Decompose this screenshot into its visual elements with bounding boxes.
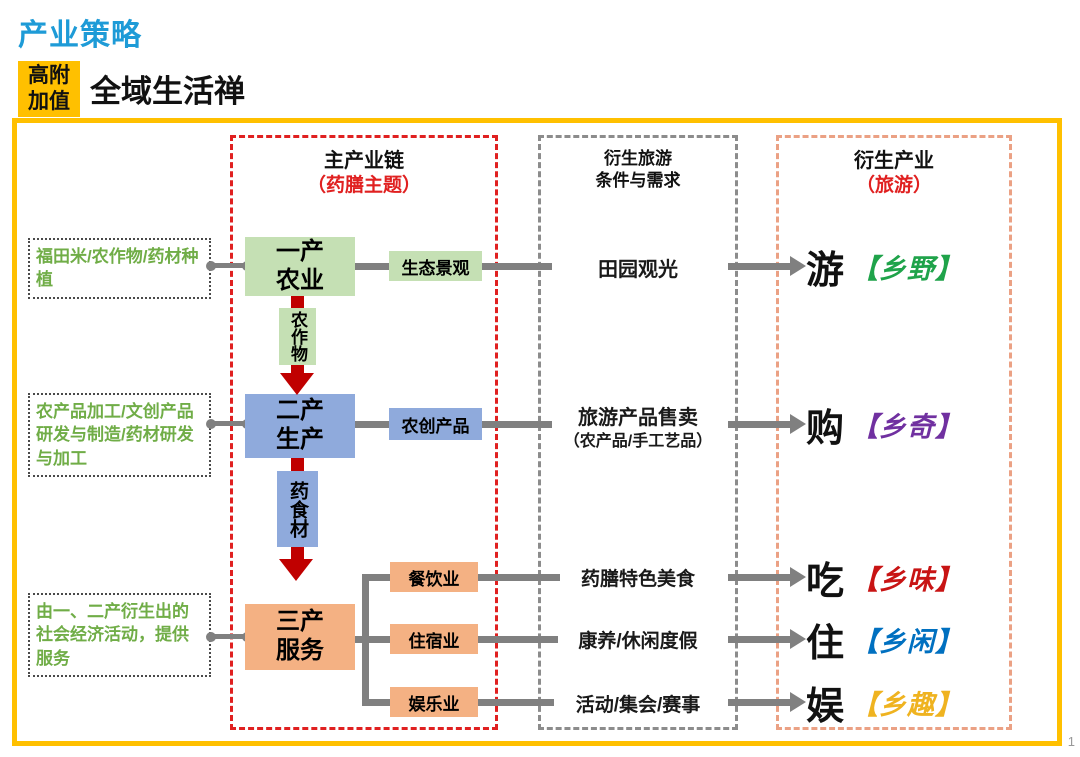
badge-line1: 高附 xyxy=(28,64,70,88)
connector-note3 xyxy=(206,631,252,642)
derived-bracket-shopping: 【乡奇】 xyxy=(851,411,964,442)
derived-bracket-eating: 【乡味】 xyxy=(851,564,964,595)
derived-char-staying: 住 xyxy=(806,622,845,665)
tourism-column-title-line1: 衍生旅游 xyxy=(604,149,672,168)
derived-row-eating: 吃 【乡味】 xyxy=(806,554,964,603)
label-lodging: 住宿业 xyxy=(390,624,478,654)
arrow3-shaft-icon xyxy=(728,574,790,581)
derived-column-header: 衍生产业 （旅游） xyxy=(779,138,1009,199)
main-column-title: 主产业链 xyxy=(324,150,404,172)
arrow4-shaft-icon xyxy=(728,636,790,643)
page-number: 1 xyxy=(1067,734,1075,749)
box-primary-line2: 农业 xyxy=(276,266,324,294)
slide-subtitle: 全域生活禅 xyxy=(90,74,245,109)
derived-column-title: 衍生产业 xyxy=(854,150,934,172)
high-value-badge: 高附 加值 xyxy=(18,61,80,117)
arrow1-shaft-icon xyxy=(728,263,790,270)
note-tertiary: 由一、二产衍生出的社会经济活动，提供服务 xyxy=(28,593,211,678)
main-column-subtitle: （药膳主题） xyxy=(306,175,421,196)
derived-char-shopping: 购 xyxy=(806,407,845,450)
label-catering: 餐饮业 xyxy=(390,562,478,592)
derived-row-entertaining: 娱 【乡趣】 xyxy=(806,679,964,728)
arrow5-shaft-icon xyxy=(728,699,790,706)
box-secondary-line2: 生产 xyxy=(276,426,324,453)
note-secondary: 农产品加工/文创产品研发与制造/药材研发与加工 xyxy=(28,393,211,478)
flow1-label: 农作物 xyxy=(279,308,316,365)
connector-row3 xyxy=(478,574,560,581)
connector-branch-catering xyxy=(362,574,390,581)
note-primary: 福田米/农作物/药材种植 xyxy=(28,238,211,299)
tourism-column-title-line2: 条件与需求 xyxy=(595,171,681,191)
derived-row-shopping: 购 【乡奇】 xyxy=(806,401,964,450)
tourism-item-wellness-leisure: 康养/休闲度假 xyxy=(578,631,698,652)
label-eco-landscape: 生态景观 xyxy=(389,251,482,281)
flow1-stem2-icon xyxy=(291,365,304,373)
badge-line2: 加值 xyxy=(28,90,70,113)
arrow3-head-icon xyxy=(790,567,806,587)
tourism-column-header: 衍生旅游 条件与需求 xyxy=(541,138,735,192)
arrow2-head-icon xyxy=(790,414,806,434)
main-industry-column: 主产业链 （药膳主题） xyxy=(230,135,498,730)
derived-row-staying: 住 【乡闲】 xyxy=(806,616,964,665)
main-column-header: 主产业链 （药膳主题） xyxy=(233,138,495,199)
derived-column-subtitle: （旅游） xyxy=(855,175,932,196)
arrow5-head-icon xyxy=(790,692,806,712)
connector-note2 xyxy=(206,418,252,429)
flow2-stem2-icon xyxy=(291,547,304,559)
arrow2-shaft-icon xyxy=(728,421,790,428)
derived-column: 衍生产业 （旅游） xyxy=(776,135,1012,730)
derived-row-travel: 游 【乡野】 xyxy=(806,243,964,292)
tourism-item-sightseeing: 田园观光 xyxy=(598,259,678,281)
page-title: 产业策略 xyxy=(18,19,142,52)
box-primary-line1: 一产 xyxy=(276,237,324,265)
tourism-column: 衍生旅游 条件与需求 xyxy=(538,135,738,730)
connector-branch-lodging xyxy=(362,636,390,643)
box-tertiary-line1: 三产 xyxy=(276,608,324,636)
connector-row5 xyxy=(478,699,554,706)
box-tertiary-line2: 服务 xyxy=(276,637,324,664)
box-primary-agriculture: 一产 农业 xyxy=(245,237,355,296)
tourism-item-medicinal-cuisine: 药膳特色美食 xyxy=(580,569,695,590)
flow2-stem-icon xyxy=(291,458,304,471)
derived-bracket-entertaining: 【乡趣】 xyxy=(851,689,964,720)
arrow1-head-icon xyxy=(790,256,806,276)
connector-note1 xyxy=(206,260,252,271)
box-secondary-production: 二产 生产 xyxy=(245,394,355,458)
connector-row4 xyxy=(478,636,558,643)
tourism-item-events: 活动/集会/赛事 xyxy=(575,695,701,716)
content-frame xyxy=(12,118,1062,746)
derived-char-eating: 吃 xyxy=(806,560,845,603)
arrow4-head-icon xyxy=(790,629,806,649)
label-entertainment: 娱乐业 xyxy=(390,687,478,717)
derived-bracket-staying: 【乡闲】 xyxy=(851,626,964,657)
derived-bracket-travel: 【乡野】 xyxy=(851,253,964,284)
box-tertiary-service: 三产 服务 xyxy=(245,604,355,670)
flow2-arrowhead-icon xyxy=(279,559,313,581)
derived-char-travel: 游 xyxy=(806,249,845,292)
derived-char-entertaining: 娱 xyxy=(806,685,845,728)
tourism-item-product-sales: 旅游产品售卖 xyxy=(578,407,698,429)
box-secondary-line1: 二产 xyxy=(276,397,324,425)
flow1-arrowhead-icon xyxy=(280,373,314,395)
flow1-stem-icon xyxy=(291,296,304,308)
flow2-label: 药食材 xyxy=(277,471,318,547)
connector-branch-entertainment xyxy=(362,699,390,706)
tourism-item-product-sales-sub: （农产品/手工艺品） xyxy=(563,433,713,450)
label-agri-creative-products: 农创产品 xyxy=(389,408,482,440)
